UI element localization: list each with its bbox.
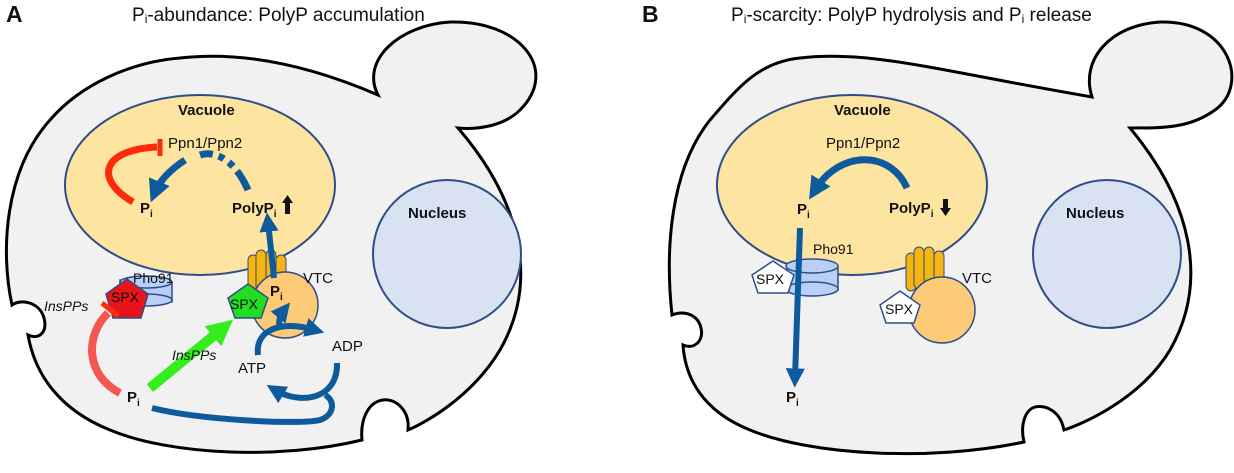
title-rest: release	[1024, 5, 1092, 26]
polyp-synthesis-arrow	[259, 212, 279, 279]
panel-letter-b: B	[642, 1, 659, 27]
pi-vtc: Pi	[270, 283, 283, 303]
title-rest: -abundance: PolyP accumulation	[147, 5, 424, 26]
vtc-complex	[905, 246, 976, 344]
title-p: P	[731, 5, 744, 26]
panel-a: A Pi-abundance: PolyP accumulation Vacuo…	[4, 1, 538, 454]
adp-label: ADP	[332, 338, 363, 355]
pi-cytosol: Pi	[127, 389, 140, 409]
polyp-label: PolyPi	[889, 200, 934, 220]
increase-arrow-icon	[282, 195, 293, 214]
hydrolysis-arrow	[809, 156, 911, 200]
spx-label-pho91: SPX	[111, 289, 140, 305]
title-sub2: i	[1022, 12, 1025, 26]
activation-arrow	[146, 319, 234, 392]
adp-regeneration-arrow	[266, 362, 341, 404]
spx-label-vtc: SPX	[230, 296, 259, 312]
vacuole-label: Vacuole	[834, 102, 891, 119]
spx-label-pho91: SPX	[756, 271, 785, 287]
decrease-arrow-icon	[940, 199, 951, 216]
polyp-main: PolyP	[232, 200, 274, 217]
atp-to-pi-arrow	[270, 302, 290, 331]
pi-sub: i	[796, 398, 799, 409]
spx-domain-vtc	[227, 283, 269, 319]
spx-domain-pho91	[105, 278, 149, 319]
nucleus-label: Nucleus	[408, 205, 466, 222]
panel-b-title: Pi-scarcity: PolyP hydrolysis and Pi rel…	[731, 5, 1092, 26]
pi-sub: i	[807, 210, 810, 221]
enzyme-label: Ppn1/Ppn2	[826, 135, 900, 152]
vtc-label: VTC	[962, 270, 992, 287]
insPPs-inhibit-label: InsPPs	[44, 298, 88, 314]
panel-letter-a: A	[6, 1, 23, 27]
spx-domain-pho91	[751, 260, 795, 294]
polyp-sub: i	[274, 209, 277, 220]
pi-main: P	[127, 389, 137, 406]
vacuole-label: Vacuole	[178, 102, 235, 119]
nucleus	[372, 179, 522, 329]
spx-label-vtc: SPX	[885, 301, 914, 317]
panel-b: B Pi-scarcity: PolyP hydrolysis and Pi r…	[642, 1, 1234, 456]
pi-sub: i	[150, 209, 153, 220]
title-p: P	[132, 5, 145, 26]
polyp-sub: i	[931, 209, 934, 220]
atp-label: ATP	[238, 360, 266, 377]
pi-sub: i	[280, 292, 283, 303]
pho91-label: Pho91	[133, 270, 174, 286]
title-sub: i	[744, 12, 747, 26]
pi-main: P	[270, 283, 280, 300]
pi-sub: i	[137, 398, 140, 409]
title-mid: -scarcity: PolyP hydrolysis and P	[746, 5, 1021, 26]
atp-to-adp-arrow	[254, 318, 325, 356]
enzyme-label: Ppn1/Ppn2	[168, 135, 242, 152]
vtc-label: VTC	[303, 270, 333, 287]
pi-main: P	[797, 201, 807, 218]
nucleus	[1032, 179, 1182, 329]
vacuole	[716, 94, 988, 276]
pi-release-arrow	[785, 227, 805, 388]
pi-vacuole: Pi	[140, 200, 153, 220]
polyp-main: PolyP	[889, 200, 931, 217]
inhibition-arrow-vacuole	[105, 143, 158, 206]
pi-cytosol: Pi	[786, 389, 799, 409]
hydrolysis-arrow	[198, 150, 252, 192]
inhibition-bar-spx	[100, 301, 120, 318]
pi-main: P	[140, 200, 150, 217]
pi-vacuole: Pi	[797, 201, 810, 221]
insPPs-activate-label: InsPPs	[172, 347, 216, 363]
pho91-label: Pho91	[813, 241, 854, 257]
hydrolysis-arrow-head	[148, 157, 187, 203]
panel-a-title: Pi-abundance: PolyP accumulation	[132, 5, 425, 26]
vacuole	[64, 94, 336, 276]
nucleus-label: Nucleus	[1066, 205, 1124, 222]
inhibition-arrow-spx	[88, 310, 123, 397]
title-sub: i	[145, 12, 148, 26]
spx-domain-vtc	[879, 290, 921, 324]
pi-main: P	[786, 389, 796, 406]
pi-import-path	[151, 392, 335, 425]
